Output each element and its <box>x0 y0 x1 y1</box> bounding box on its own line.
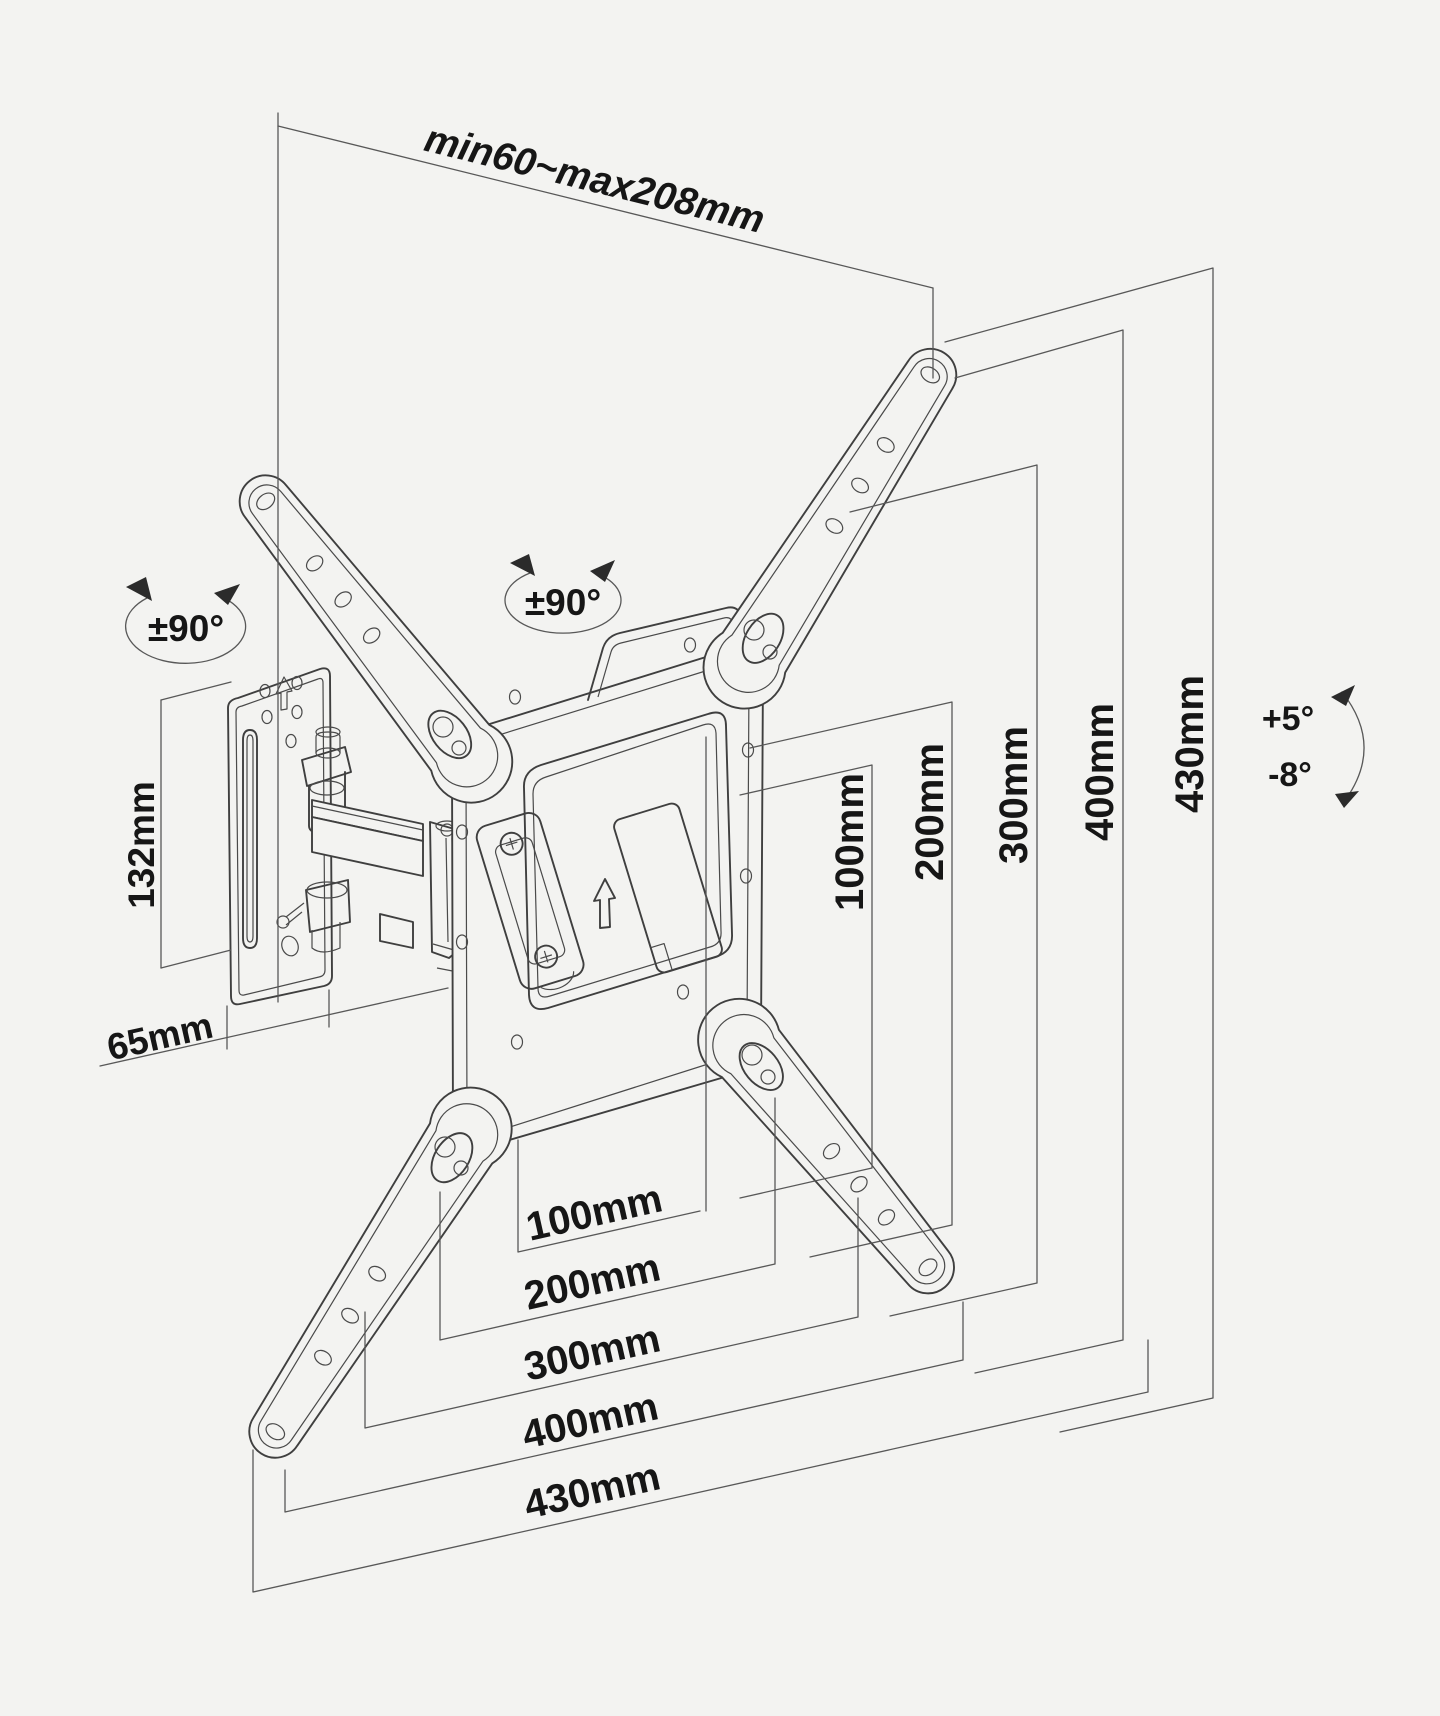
rotation-arc-icon <box>124 595 247 664</box>
inner-plate-inner-line <box>532 723 722 998</box>
wall-plate-outline <box>227 667 333 1006</box>
arm-lower-left <box>248 1086 513 1459</box>
dim-label-height-200mm: 200mm <box>908 743 952 881</box>
wall-plate-holes <box>259 675 303 957</box>
tilt-annotation: +5° -8° <box>1262 685 1365 808</box>
dim-label-swivel-center: ±90° <box>525 582 601 623</box>
wall-plate <box>227 667 506 1006</box>
dim-label-extension-range: min60~max208mm <box>421 117 769 242</box>
arm-lower-right <box>697 997 955 1295</box>
dim-label-132mm: 132mm <box>121 781 162 909</box>
dim-label-65mm: 65mm <box>103 1005 216 1069</box>
bracket-drawing <box>227 347 958 1459</box>
wall-plate-slot <box>242 729 258 949</box>
elbow-bolts <box>432 619 778 1176</box>
up-arrow-icon <box>275 676 293 711</box>
swivel-annotation-center: ±90° <box>504 554 622 634</box>
right-cutout <box>613 802 723 974</box>
dim-label-height-400mm: 400mm <box>1078 703 1122 841</box>
dim-label-width-400mm: 400mm <box>518 1384 662 1457</box>
rotation-arc-icon <box>504 572 622 634</box>
dim-wall-plate-width: 65mm <box>99 987 449 1069</box>
outer-plate-holes <box>455 637 755 1050</box>
dim-wall-plate-height: 132mm <box>121 681 232 969</box>
dim-label-height-100mm: 100mm <box>828 773 872 911</box>
inner-vesa-plate <box>475 711 733 1011</box>
dim-label-width-100mm: 100mm <box>522 1176 666 1249</box>
up-arrow-icon <box>593 878 616 929</box>
dim-label-width-200mm: 200mm <box>520 1245 664 1318</box>
wall-plate-inner-line <box>235 677 326 996</box>
arm-upper-left <box>238 474 514 804</box>
dim-label-height-300mm: 300mm <box>992 726 1036 864</box>
dim-vesa-heights: 100mm 200mm 300mm 400mm 430mm <box>739 267 1214 1433</box>
wall-plate-slot-inner <box>246 734 254 943</box>
vesa-arms <box>238 347 958 1459</box>
dim-label-tilt-up: +5° <box>1262 700 1314 738</box>
dim-label-tilt-down: -8° <box>1268 756 1312 794</box>
tilt-arc-icon <box>1341 691 1365 800</box>
latch-cutout <box>475 811 585 991</box>
dim-label-swivel-left: ±90° <box>148 608 224 649</box>
swivel-annotation-left: ±90° <box>124 577 247 664</box>
dim-label-height-430mm: 430mm <box>1168 675 1212 813</box>
arm-upper-right <box>702 347 958 710</box>
dim-label-width-300mm: 300mm <box>520 1316 664 1389</box>
